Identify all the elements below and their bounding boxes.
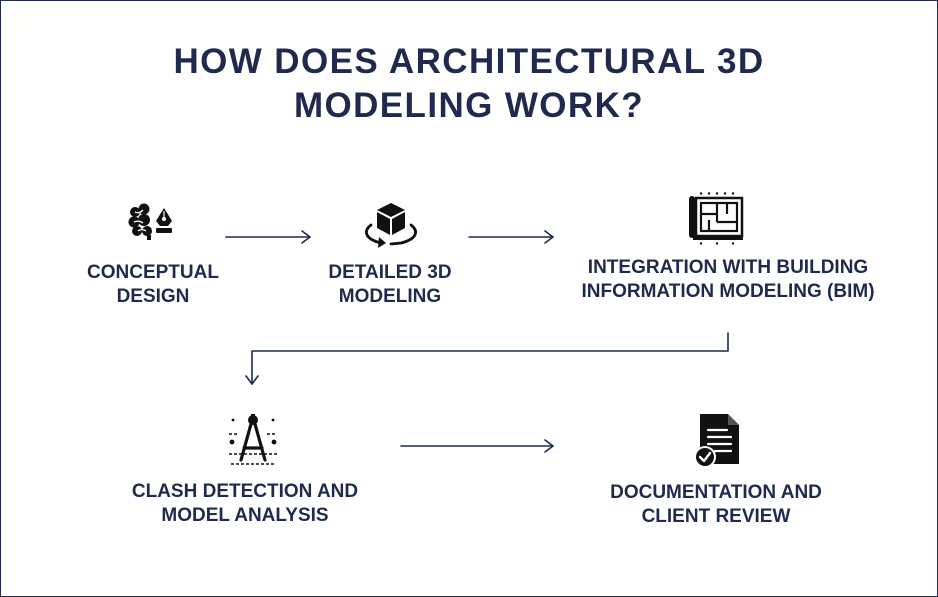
blueprint-icon [689,192,744,245]
arrow-step4-to-step5 [400,439,554,453]
step-label-conceptual-design: CONCEPTUAL DESIGN [87,262,219,307]
step-label-detailed-3d-modeling: DETAILED 3D MODELING [328,262,452,307]
arrow-step3-to-step4 [245,332,729,385]
arrow-step1-to-step2 [225,230,311,244]
page-title: HOW DOES ARCHITECTURAL 3D MODELING WORK? [0,40,938,128]
title-line-1: HOW DOES ARCHITECTURAL 3D [173,42,765,81]
brain-pen-icon [128,203,172,240]
rotating-cube-icon [365,203,417,248]
title-line-2: MODELING WORK? [293,86,645,125]
step-label-documentation-review: DOCUMENTATION AND CLIENT REVIEW [610,482,822,527]
step-label-bim-integration: INTEGRATION WITH BUILDING INFORMATION MO… [581,257,875,302]
drafting-compass-icon [229,414,277,465]
document-check-icon [694,414,739,468]
arrow-step2-to-step3 [468,230,554,244]
step-label-clash-detection: CLASH DETECTION AND MODEL ANALYSIS [131,481,359,526]
